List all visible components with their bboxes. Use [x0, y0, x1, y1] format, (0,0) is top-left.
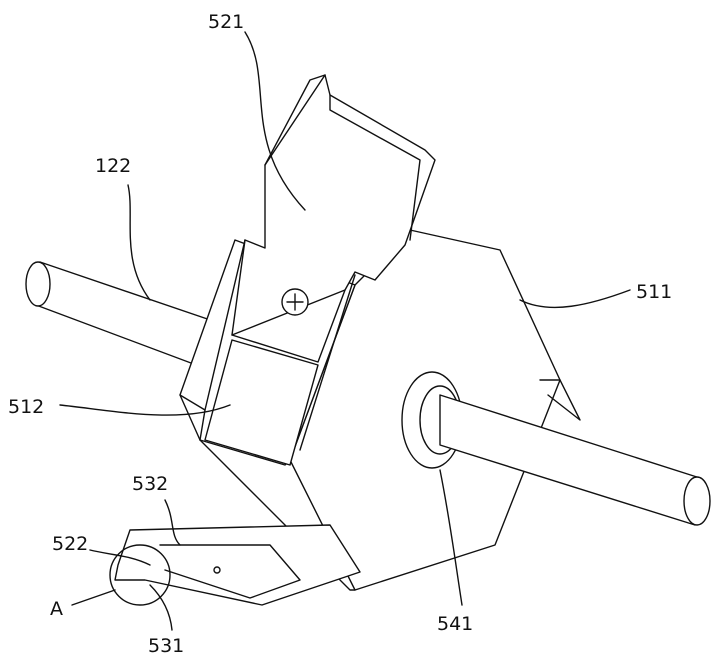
label-122: 122 — [95, 155, 131, 177]
label-532: 532 — [132, 473, 168, 495]
label-511: 511 — [636, 281, 672, 303]
base-plate — [110, 525, 360, 605]
label-522: 522 — [52, 533, 88, 555]
label-512: 512 — [8, 396, 44, 418]
label-521: 521 — [208, 11, 244, 33]
label-531: 531 — [148, 635, 184, 657]
label-541: 541 — [437, 613, 473, 635]
label-A: A — [50, 598, 63, 620]
